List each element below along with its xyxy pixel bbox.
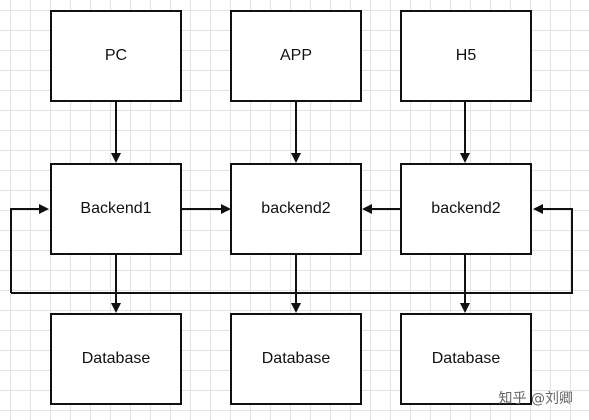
database-left-node: Database	[50, 313, 182, 405]
backend1-node: Backend1	[50, 163, 182, 255]
connector-bus-left-loop	[10, 204, 49, 293]
connector-bus-right-loop	[11, 204, 573, 294]
backend2-right-node: backend2	[400, 163, 532, 255]
app-node: APP	[230, 10, 362, 102]
database-right-node: Database	[400, 313, 532, 405]
database-middle-node: Database	[230, 313, 362, 405]
pc-node: PC	[50, 10, 182, 102]
backend2-middle-node: backend2	[230, 163, 362, 255]
h5-node: H5	[400, 10, 532, 102]
watermark: 知乎 @刘卿	[498, 391, 573, 407]
